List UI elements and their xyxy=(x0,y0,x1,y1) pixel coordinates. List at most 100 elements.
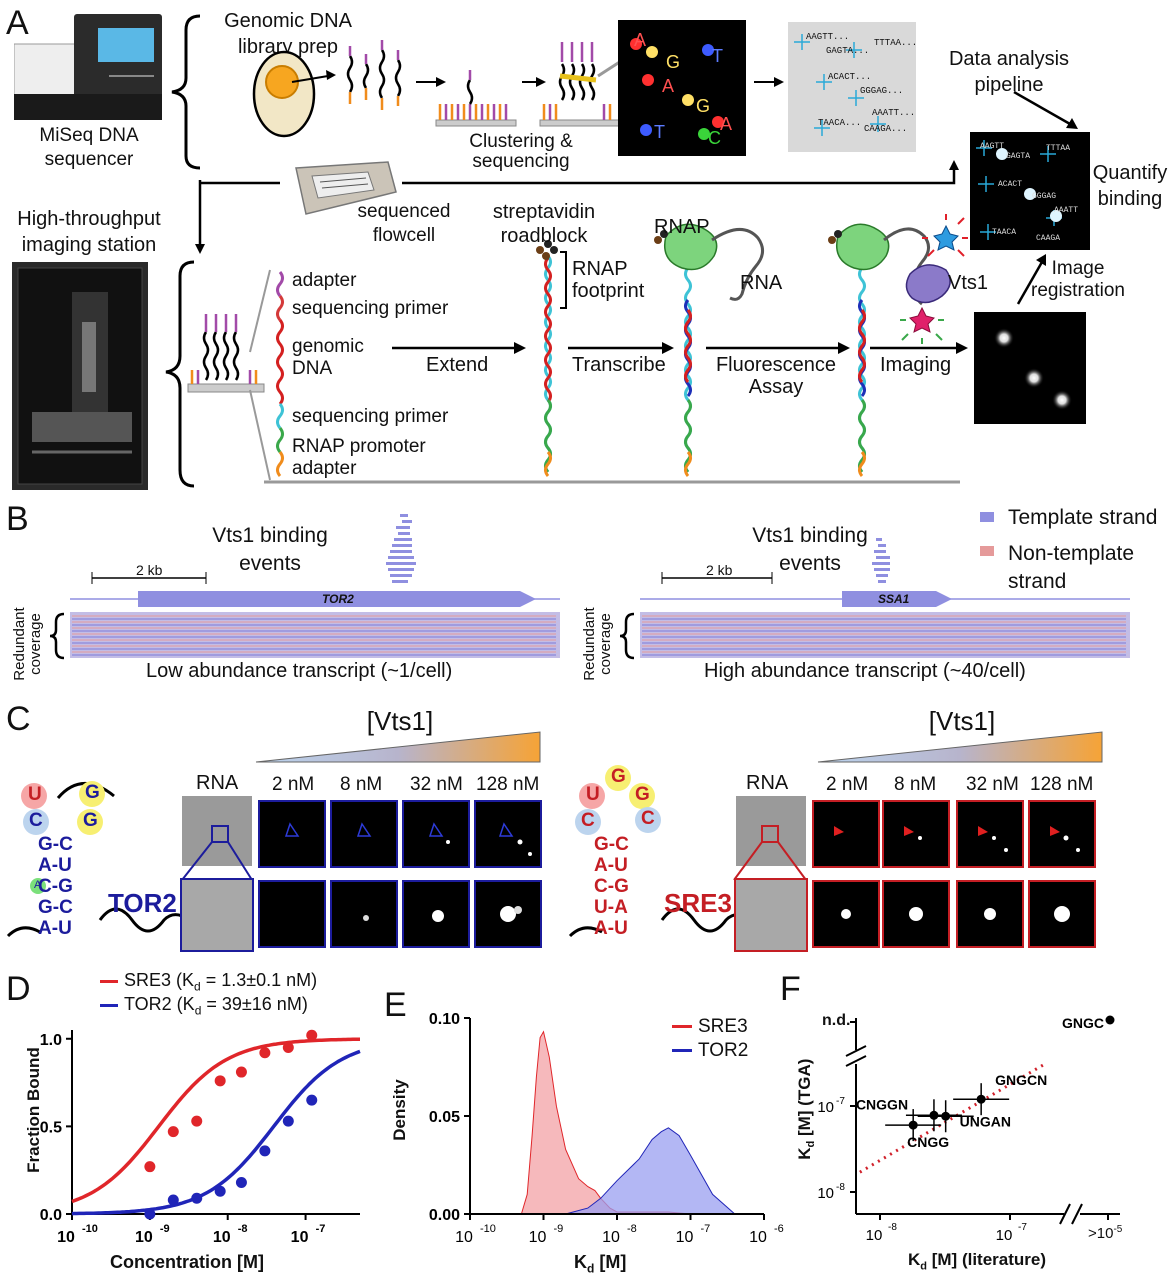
d-point-0-0 xyxy=(144,1161,156,1173)
tor2-stem-l1: G xyxy=(38,834,53,855)
tor2-pair-5: A-U xyxy=(38,918,72,939)
f-point-gngc xyxy=(1105,1015,1115,1025)
sre3-pair-2: A-U xyxy=(594,855,628,876)
svg-text:A: A xyxy=(662,76,674,96)
imaging-station-photo xyxy=(12,262,148,490)
sre3-stem-r3: G xyxy=(614,876,629,897)
sre3-loop-c2: C xyxy=(641,808,655,829)
library-prep-label: Genomic DNA library prep xyxy=(224,10,352,58)
c-left-conc-2: 32 nM xyxy=(410,774,463,795)
read-2: GAGTA... xyxy=(826,46,870,56)
b-right-ylabel: Redundant coverage xyxy=(581,607,614,681)
sequencer-image xyxy=(14,14,162,120)
f-point-4 xyxy=(908,1120,918,1130)
f-y-break-2 xyxy=(845,1055,867,1067)
panel-label-e: E xyxy=(384,986,407,1024)
sre3-32nm-top xyxy=(956,800,1024,868)
tor2-pair-3: C-G xyxy=(38,876,73,897)
read-4: ACACT... xyxy=(828,72,872,82)
read-8: CAAGA... xyxy=(864,124,908,134)
d-point-1-4 xyxy=(235,1176,247,1188)
reads-panel: AAGTT... GAGTA... TTTAA... ACACT... GGGA… xyxy=(788,22,917,152)
f-gt-exp: -5 xyxy=(1113,1224,1123,1235)
tor2-stem-l2: A xyxy=(38,855,52,876)
svg-text:GGGAG: GGGAG xyxy=(1032,192,1056,201)
e-y-tick-label: 0.00 xyxy=(429,1207,460,1224)
sre3-stem-l3: C xyxy=(594,876,608,897)
d-legend-tor2-sub: d xyxy=(194,1003,202,1018)
c-left-vts1: [Vts1] xyxy=(366,706,434,736)
f-y-tick-label: 10 xyxy=(817,1185,834,1202)
panel-label-b: B xyxy=(6,500,29,538)
e-x-tick-exp: -8 xyxy=(627,1223,637,1235)
f-y-tick-exp: -8 xyxy=(836,1182,845,1193)
sre3-rna-zoom xyxy=(734,878,808,952)
rnap-footprint-label: RNAP footprint xyxy=(572,258,645,302)
sre3-stem-r1: C xyxy=(615,834,629,855)
sre3-stem-r5: U xyxy=(614,918,628,939)
d-xlabel: Concentration [M] xyxy=(110,1252,264,1272)
sre3-stem-l1: G xyxy=(594,834,609,855)
sre3-stem-r2: U xyxy=(614,855,628,876)
sre3-128nm-bottom xyxy=(1028,880,1096,948)
sre3-name: SRE3 xyxy=(664,888,732,918)
d-x-tick-label: 10 xyxy=(135,1229,153,1246)
f-y-break-1 xyxy=(845,1045,867,1057)
imaging-station-label: High-throughput imaging station xyxy=(17,208,161,256)
e-xlabel: Kd [M] xyxy=(574,1252,627,1276)
e-legend-tor2-line xyxy=(672,1049,692,1053)
sre3-2nm-bottom xyxy=(812,880,880,948)
tor2-rna-zoom xyxy=(180,878,254,952)
e-ylabel: Density xyxy=(390,1079,409,1141)
b-left-caption: Low abundance transcript (~1/cell) xyxy=(146,660,453,682)
f-gt-label: >10-5 xyxy=(1088,1224,1122,1242)
c-left-rna: RNA xyxy=(196,772,239,794)
sre3-2nm-top xyxy=(812,800,880,868)
d-legend-tor2-rest: = 39±16 nM) xyxy=(201,994,308,1014)
panel-label-c: C xyxy=(6,700,31,738)
tor2-8nm-bottom xyxy=(330,880,398,948)
svg-text:G: G xyxy=(696,96,710,116)
b-right-scale: 2 kb xyxy=(706,562,733,578)
d-legend-tor2-line xyxy=(100,1003,118,1007)
sre3-loop-c1: C xyxy=(581,810,595,831)
tor2-stem: G-C A-U C-G G-C A-U xyxy=(38,834,98,939)
c-right-conc-3: 128 nM xyxy=(1030,774,1094,795)
sre3-pair-3: C-G xyxy=(594,876,629,897)
d-x-tick-exp: -10 xyxy=(82,1223,98,1235)
e-x-tick-label: 10 xyxy=(676,1229,694,1246)
read-6: AAATT... xyxy=(872,108,916,118)
clustering-label: Clustering & sequencing xyxy=(469,131,573,172)
sre3-8nm-bottom xyxy=(882,880,950,948)
svg-text:T: T xyxy=(712,46,723,66)
tor2-32nm-bottom xyxy=(402,880,470,948)
streptavidin-label: streptavidin roadblock xyxy=(492,201,596,247)
d-point-1-6 xyxy=(282,1115,294,1127)
read-1: AAGTT... xyxy=(806,32,850,42)
step-transcribe: Transcribe xyxy=(572,354,666,376)
tor2-loop-c: C xyxy=(29,810,43,831)
e-legend-tor2-label: TOR2 xyxy=(698,1040,749,1061)
d-point-0-4 xyxy=(235,1066,247,1078)
d-point-0-5 xyxy=(259,1047,271,1059)
d-legend-tor2-main: TOR2 (K xyxy=(124,994,195,1014)
svg-text:C: C xyxy=(708,128,721,148)
tor2-stem-r5: U xyxy=(58,918,72,939)
f-x-tick-label: 10 xyxy=(996,1227,1013,1244)
c-right-conc-0: 2 nM xyxy=(826,774,869,795)
tor2-8nm-top xyxy=(330,800,398,868)
d-point-1-7 xyxy=(306,1094,318,1106)
e-x-tick-exp: -6 xyxy=(774,1223,784,1235)
f-y-tick-label: 10 xyxy=(817,1099,834,1116)
tor2-128nm-top xyxy=(474,800,542,868)
d-point-0-1 xyxy=(167,1126,179,1138)
d-point-1-5 xyxy=(259,1145,271,1157)
e-x-tick-label: 10 xyxy=(455,1229,473,1246)
tor2-stem-r4: C xyxy=(59,897,73,918)
construct-rnap-promoter: RNAP promoter xyxy=(292,436,426,457)
e-legend-tor2: TOR2 xyxy=(672,1040,748,1062)
sre3-stem: G-C A-U C-G U-A A-U xyxy=(594,834,654,939)
d-y-tick-label: 0.0 xyxy=(40,1207,62,1224)
construct-genomic-dna: genomic DNA xyxy=(292,336,364,379)
tor2-loop-g2: G xyxy=(83,810,98,831)
